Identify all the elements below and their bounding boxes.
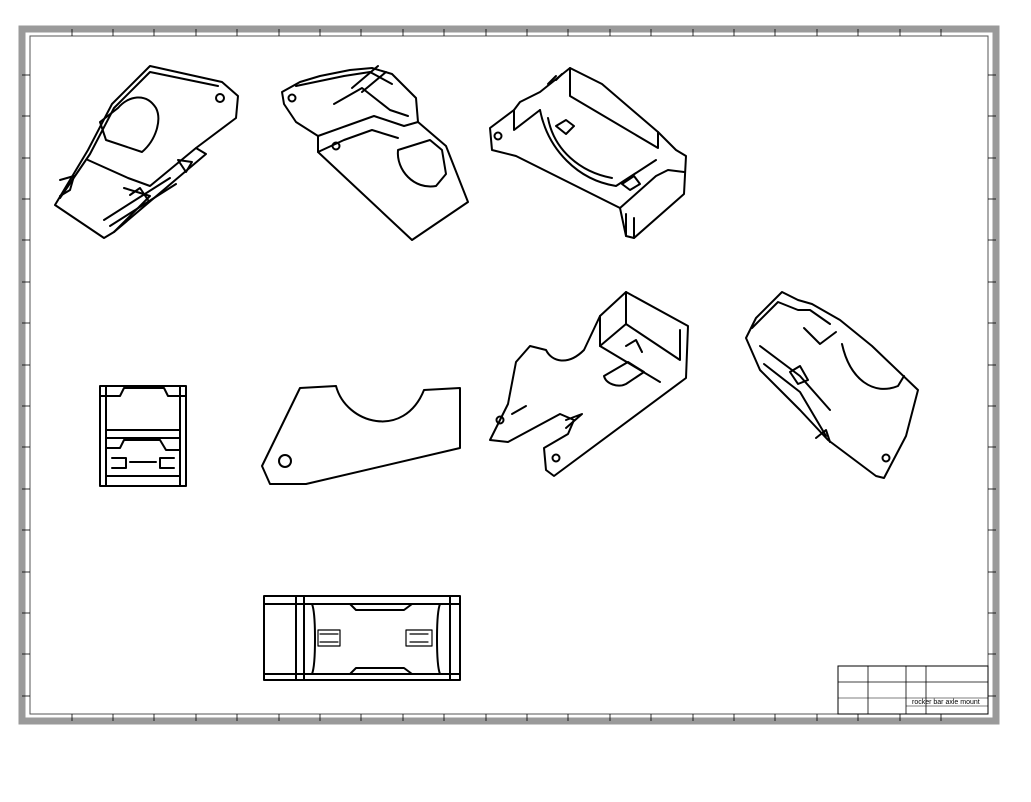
iso-view-3 [489,67,687,239]
iso-view-5 [745,291,919,479]
iso-view-2 [281,65,469,241]
title-block: rocker bar axle mount [837,665,989,715]
title-block-title: rocker bar axle mount [912,699,980,706]
top-view [263,595,461,681]
zone-ticks [22,29,996,721]
end-view [99,385,187,487]
iso-view-4 [489,291,689,477]
sheet-frame [18,25,1000,725]
iso-view-1 [54,65,239,239]
front-profile [261,385,461,485]
